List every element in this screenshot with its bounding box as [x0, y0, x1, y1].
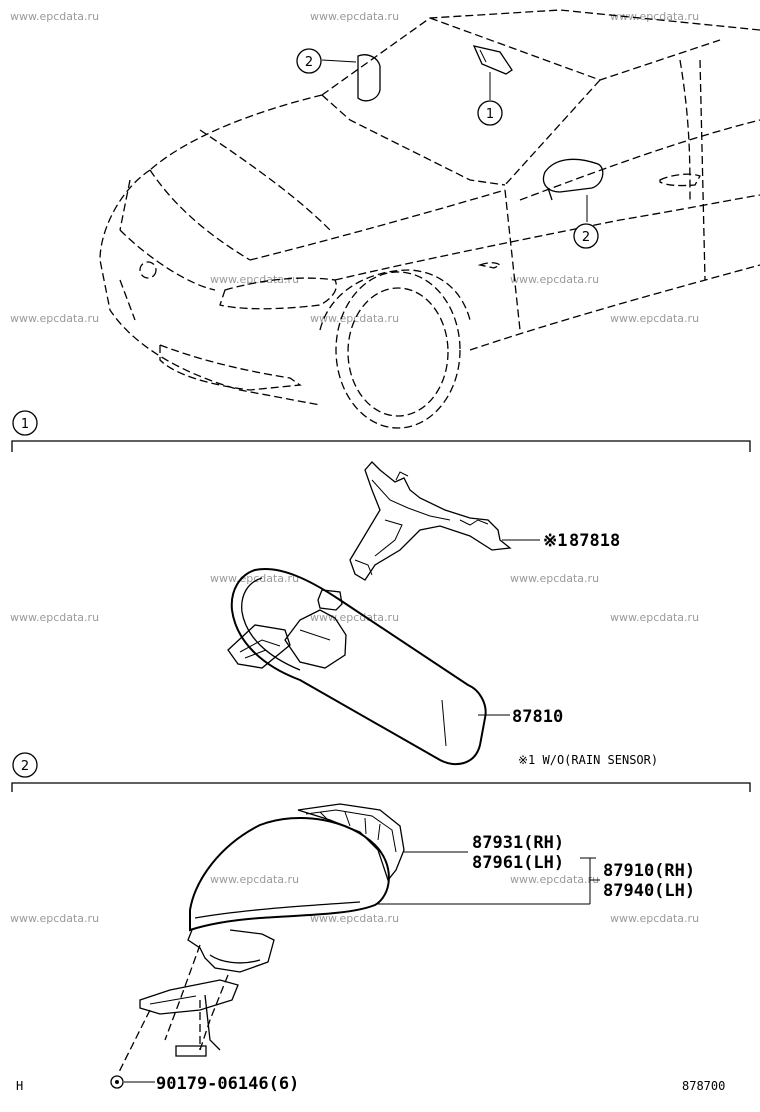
watermark: www.epcdata.ru — [210, 873, 299, 886]
callout-label: 2 — [305, 55, 313, 70]
section-2-header: 2 — [11, 752, 751, 792]
watermark: www.epcdata.ru — [510, 273, 599, 286]
watermark: www.epcdata.ru — [210, 572, 299, 585]
part-87910-label: 87910(RH) — [603, 861, 695, 881]
watermark: www.epcdata.ru — [610, 10, 699, 23]
callout-2-top: 2 — [296, 48, 322, 74]
outer-mirror-leaders — [376, 851, 600, 905]
part-87810-label: 87810 — [512, 707, 563, 727]
callout-label: 1 — [486, 107, 494, 122]
watermark: www.epcdata.ru — [10, 611, 99, 624]
part-number: 87818 — [569, 531, 620, 551]
section-marker: 1 — [21, 417, 29, 432]
watermark: www.epcdata.ru — [310, 10, 399, 23]
corner-left-code: H — [16, 1079, 23, 1093]
screw-icon — [110, 1075, 124, 1089]
watermark: www.epcdata.ru — [510, 572, 599, 585]
section-1-header: 1 — [11, 410, 751, 452]
part-87940-label: 87940(LH) — [603, 881, 695, 901]
outer-mirror-illustration — [117, 803, 405, 1075]
part-87818-label: ※1 87818 — [543, 531, 620, 551]
watermark: www.epcdata.ru — [10, 912, 99, 925]
watermark: www.epcdata.ru — [310, 912, 399, 925]
watermark: www.epcdata.ru — [510, 873, 599, 886]
part-90179-label: 90179-06146(6) — [156, 1074, 299, 1094]
watermark: www.epcdata.ru — [610, 912, 699, 925]
rain-sensor-cover-illustration — [349, 461, 512, 581]
car-overview-illustration — [99, 9, 760, 429]
watermarks: www.epcdata.ru www.epcdata.ru www.epcdat… — [10, 10, 699, 925]
watermark: www.epcdata.ru — [610, 611, 699, 624]
watermark: www.epcdata.ru — [10, 312, 99, 325]
callout-label: 2 — [582, 230, 590, 245]
footnote: ※1 W/O(RAIN SENSOR) — [518, 753, 658, 767]
callout-2-door-mirror: 2 — [573, 223, 599, 249]
watermark: www.epcdata.ru — [610, 312, 699, 325]
watermark: www.epcdata.ru — [310, 312, 399, 325]
part-87931-label: 87931(RH) — [472, 833, 564, 853]
watermark: www.epcdata.ru — [310, 611, 399, 624]
watermark: www.epcdata.ru — [10, 10, 99, 23]
part-87961-label: 87961(LH) — [472, 853, 564, 873]
callout-1-inner-mirror: 1 — [477, 100, 503, 126]
ref-mark: ※1 — [543, 531, 567, 551]
inner-rear-view-mirror-illustration — [227, 568, 487, 766]
illustration-number: 878700 — [682, 1079, 725, 1093]
watermark: www.epcdata.ru — [210, 273, 299, 286]
section-marker: 2 — [21, 759, 29, 774]
